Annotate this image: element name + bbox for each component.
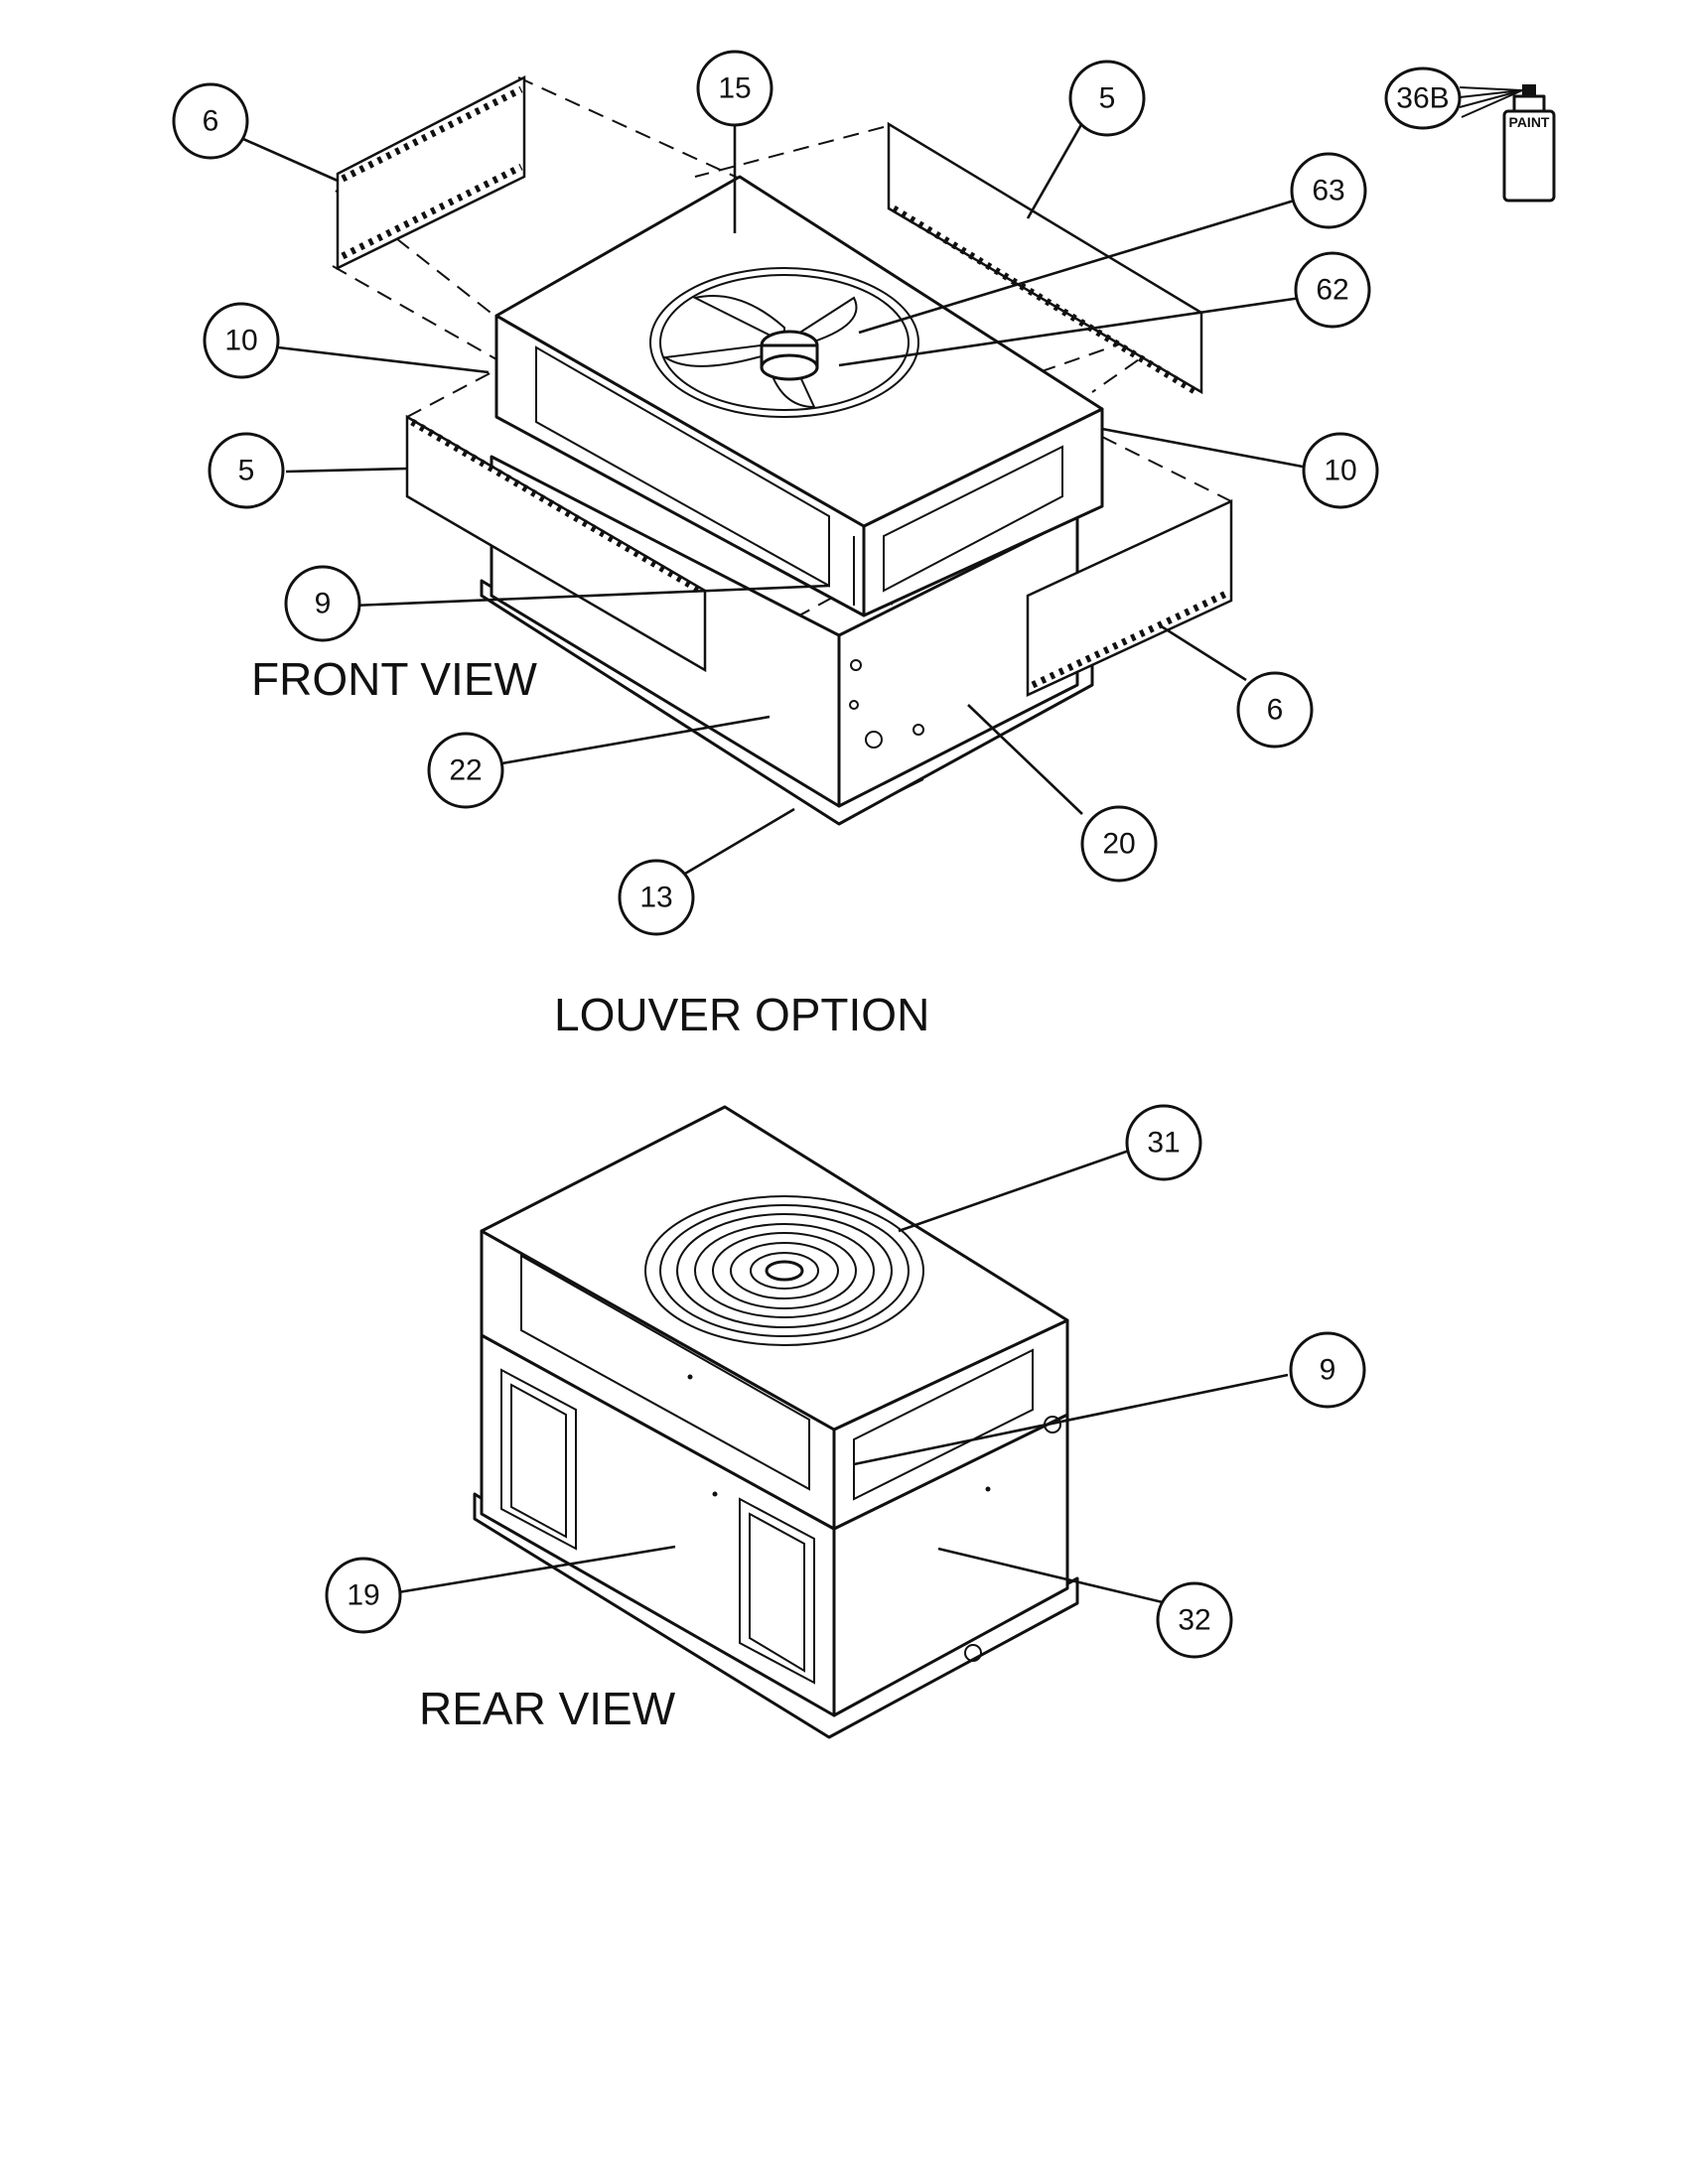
front-view-unit <box>332 76 1232 826</box>
svg-text:13: 13 <box>639 882 672 914</box>
callout-31: 31 <box>1125 1104 1202 1181</box>
louver-panel-5-left <box>405 414 707 673</box>
callout-20: 20 <box>1080 805 1158 883</box>
svg-text:6: 6 <box>1267 694 1284 727</box>
paint-can-icon <box>1459 84 1556 203</box>
svg-text:10: 10 <box>224 325 257 357</box>
callout-62: 62 <box>1294 251 1371 329</box>
svg-text:9: 9 <box>1320 1354 1336 1387</box>
callout-63: 63 <box>1290 152 1367 229</box>
callout-15: 15 <box>696 50 773 127</box>
callout-10: 10 <box>1302 432 1379 509</box>
svg-text:15: 15 <box>718 72 751 105</box>
svg-text:5: 5 <box>238 455 255 487</box>
callout-5: 5 <box>1068 60 1146 137</box>
svg-text:22: 22 <box>449 754 482 787</box>
louver-panel-6-right <box>1026 499 1233 697</box>
svg-text:10: 10 <box>1324 455 1356 487</box>
svg-text:32: 32 <box>1178 1604 1210 1637</box>
louver-option-label: LOUVER OPTION <box>554 989 929 1040</box>
svg-text:63: 63 <box>1312 175 1344 207</box>
callout-9: 9 <box>1289 1331 1366 1409</box>
paint-can-label: PAINT <box>1509 114 1550 130</box>
callout-19: 19 <box>325 1557 402 1634</box>
svg-text:19: 19 <box>347 1579 379 1612</box>
callout-13: 13 <box>618 859 695 936</box>
svg-text:6: 6 <box>203 105 219 138</box>
svg-text:5: 5 <box>1099 82 1116 115</box>
svg-text:62: 62 <box>1316 274 1348 307</box>
callout-6: 6 <box>172 82 249 160</box>
callout-36b: 36B <box>1384 67 1462 130</box>
svg-text:31: 31 <box>1147 1127 1180 1160</box>
callouts: 6 15 5 36B 63 62 10 10 5 9 6 22 20 13 31… <box>172 50 1462 1659</box>
svg-text:36B: 36B <box>1396 82 1449 115</box>
svg-text:20: 20 <box>1102 828 1135 861</box>
louver-panel-6-left <box>336 74 526 271</box>
callout-22: 22 <box>427 732 504 809</box>
callout-32: 32 <box>1156 1581 1233 1659</box>
callout-5: 5 <box>208 432 285 509</box>
callout-10: 10 <box>203 302 280 379</box>
svg-text:9: 9 <box>315 588 332 620</box>
rear-view-unit <box>473 1105 1079 1739</box>
rear-view-label: REAR VIEW <box>419 1683 676 1734</box>
callout-6: 6 <box>1236 671 1314 749</box>
front-view-label: FRONT VIEW <box>251 653 538 705</box>
callout-9: 9 <box>284 565 361 642</box>
louver-panel-5-right <box>887 121 1203 395</box>
leader-lines <box>242 113 1304 1605</box>
